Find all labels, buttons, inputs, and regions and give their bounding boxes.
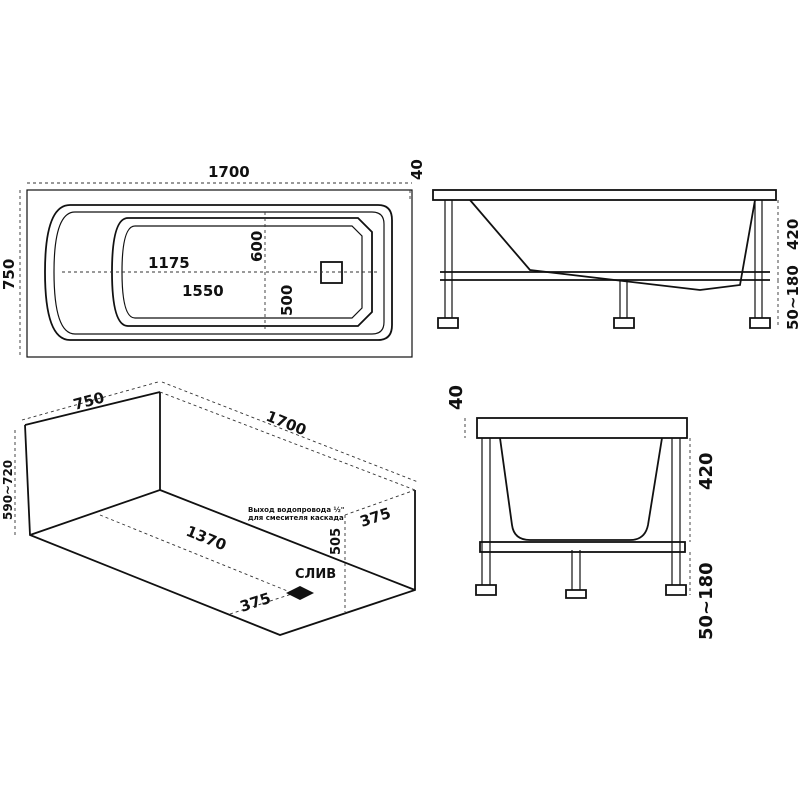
plan-bottom-width-label: 500 bbox=[278, 285, 296, 316]
iso-outlet-note-1: Выход водопровода ½" bbox=[248, 506, 344, 514]
side-rim-label: 40 bbox=[408, 159, 426, 180]
plan-inner-width-label: 600 bbox=[248, 231, 266, 262]
iso-drain-label: СЛИВ bbox=[295, 567, 336, 582]
plan-length-label: 1700 bbox=[208, 163, 250, 181]
plan-bottom-length-label: 1550 bbox=[182, 282, 224, 300]
plan-inner-length-label: 1175 bbox=[148, 254, 190, 272]
iso-outlet-note-2: для смесителя каскада bbox=[248, 514, 344, 522]
iso-view: 750 1700 590~720 1370 375 375 505 СЛИВ В… bbox=[1, 381, 419, 636]
plan-width-label: 750 bbox=[0, 259, 18, 290]
side-legs-label: 50~180 bbox=[784, 265, 800, 330]
iso-length-label: 1700 bbox=[264, 407, 309, 439]
end-view: 40 420 50~180 bbox=[446, 385, 717, 640]
end-depth-label: 420 bbox=[696, 452, 717, 490]
side-depth-label: 420 bbox=[784, 219, 800, 250]
side-view: 40 420 50~180 bbox=[408, 159, 800, 330]
plan-view: 1700 750 1175 1550 600 500 bbox=[0, 163, 413, 358]
iso-height-label: 590~720 bbox=[1, 460, 15, 520]
end-legs-label: 50~180 bbox=[696, 562, 717, 640]
iso-outlet-offset-label: 375 bbox=[358, 504, 393, 531]
end-rim-label: 40 bbox=[446, 385, 467, 410]
iso-width-label: 750 bbox=[71, 388, 106, 413]
iso-outlet-height-label: 505 bbox=[329, 528, 344, 555]
iso-floor-label: 1370 bbox=[184, 522, 229, 554]
iso-drain-offset-label: 375 bbox=[238, 589, 273, 616]
